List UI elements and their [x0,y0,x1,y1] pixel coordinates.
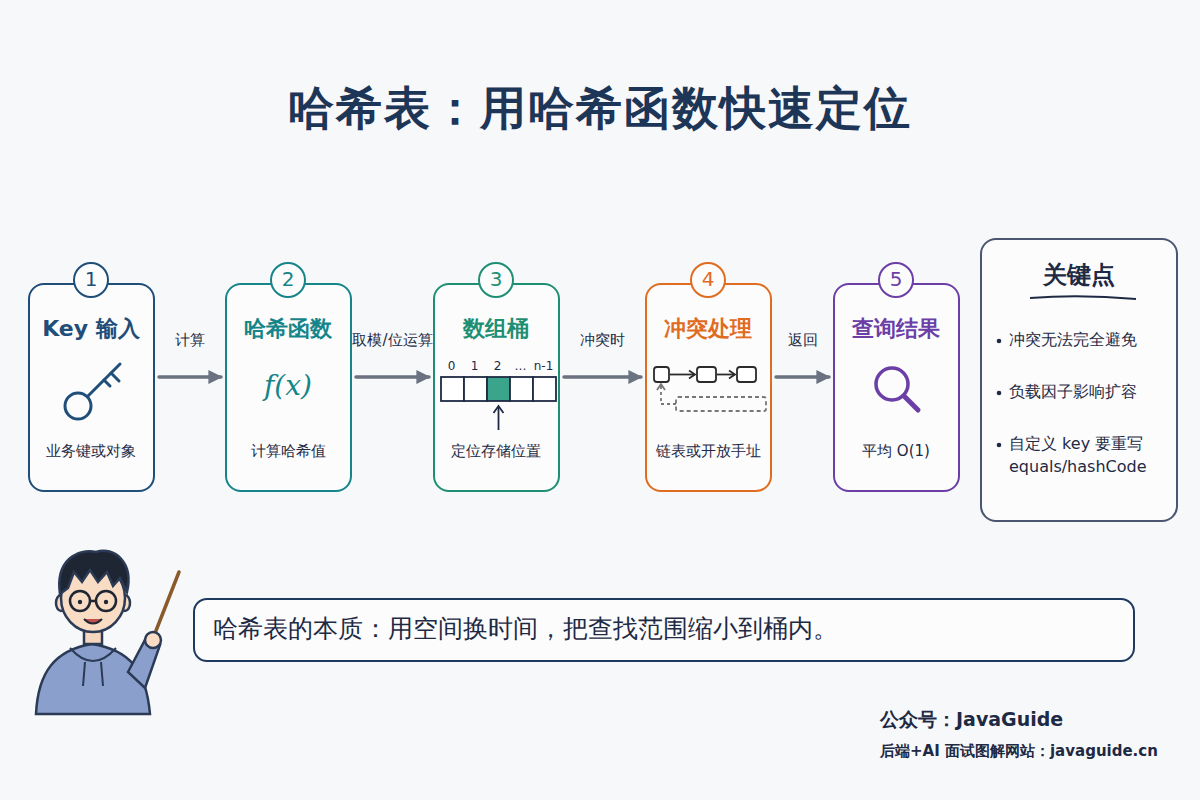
node-text: 自定义 key 要重写 equals/hashCode [1009,432,1169,478]
presenter-figure [128,638,160,688]
node-text: 数组桶 [435,315,557,343]
step-number: 1 [73,262,109,298]
step-box: 3数组桶012…n-1定位存储位置 [433,283,560,492]
node-text: 链表或开放手址 [647,440,769,462]
presenter-figure [120,595,130,611]
bucket-index: 0 [438,358,466,374]
flow-arrow [159,375,221,379]
presenter-figure [70,648,116,661]
presenter-figure [70,591,90,611]
node-text: 哈希函数 [227,315,349,343]
step-box: 2哈希函数f(x)计算哈希值 [225,283,352,492]
step-number: 2 [270,262,306,298]
bucket-index: 2 [484,358,512,374]
flow-arrow [776,375,829,379]
presenter-figure [145,632,161,648]
presenter-figure [56,595,66,611]
node-text: 查询结果 [835,315,957,343]
presenter-figure [101,662,103,686]
presenter-figure [104,600,108,604]
bucket-index: 1 [461,358,489,374]
step-box: 5查询结果平均 O(1) [833,283,960,492]
step-number: 3 [478,262,514,298]
step-number: 4 [690,262,726,298]
node-text: 平均 O(1) [835,440,957,462]
diagram-title: 哈希表：用哈希函数快速定位 [0,78,1200,138]
node-text: 计算哈希值 [227,440,349,462]
node-heading: 哈希表的本质：用空间换时间，把查找范围缩小到桶内。 [213,614,1113,644]
edge-label: 冲突时 [580,329,625,351]
bucket-index: … [507,358,535,374]
edge-label: 计算 [175,329,205,351]
presenter-figure [36,644,150,714]
node-text: 冲突处理 [647,315,769,343]
node-text: Key 输入 [30,315,152,343]
step-box: 4冲突处理链表或开放手址 [645,283,772,492]
presenter-figure [96,591,116,611]
node-text: 冲突无法完全避免 [1009,328,1169,351]
footer-note: 公众号：JavaGuide [880,706,1063,732]
presenter-figure [78,600,82,604]
presenter-figure [61,564,125,632]
step-number: 5 [878,262,914,298]
key-points-panel: 关键点冲突无法完全避免负载因子影响扩容自定义 key 要重写 equals/ha… [980,238,1178,522]
edge-label: 取模/位运算 [352,329,432,351]
step-box: 1Key 输入业务键或对象 [28,283,155,492]
presenter-figure [84,619,102,624]
bucket-index: n-1 [530,358,558,374]
pointer-stick [150,572,179,646]
presenter-figure [90,600,96,603]
node-text: f(x) [227,369,349,403]
presenter-figure [83,662,85,686]
footer-note: 后端+AI 面试图解网站：javaguide.cn [880,740,1158,762]
node-text: 业务键或对象 [30,440,152,462]
flow-arrow [564,375,641,379]
presenter-figure [36,551,179,714]
presenter-figure [59,551,128,594]
flow-arrow [356,375,429,379]
edge-label: 返回 [788,329,818,351]
node-heading: 关键点 [982,260,1175,290]
node-text: 定位存储位置 [435,440,557,462]
summary-box: 哈希表的本质：用空间换时间，把查找范围缩小到桶内。 [193,598,1135,662]
node-text: 负载因子影响扩容 [1009,380,1169,403]
presenter-figure [84,624,102,644]
